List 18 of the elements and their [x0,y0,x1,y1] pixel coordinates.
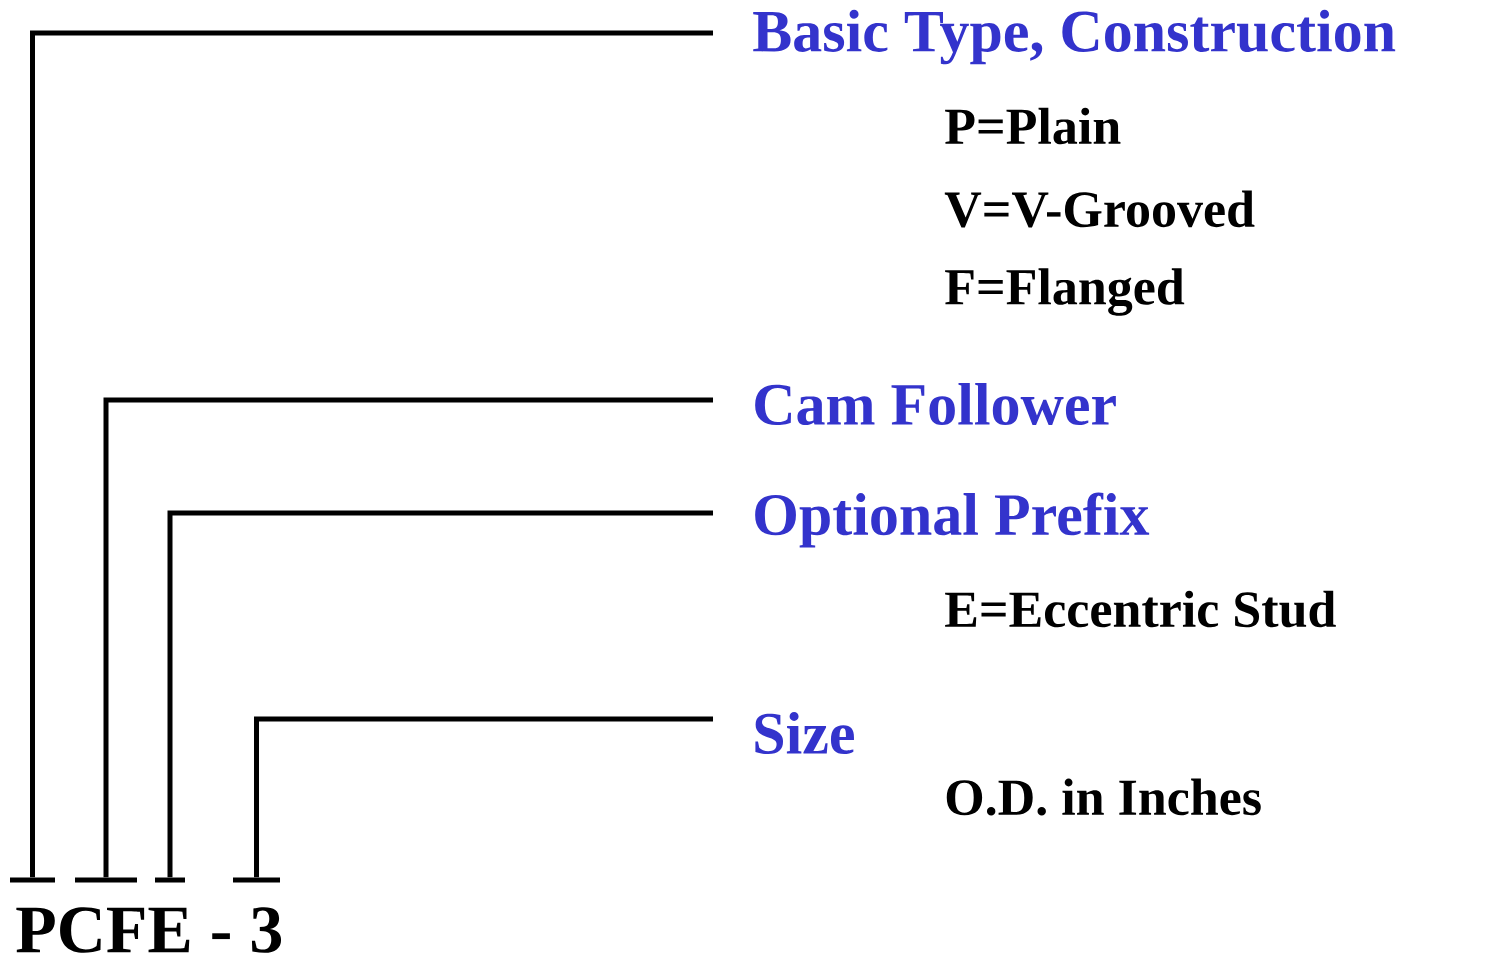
leader-line [167,510,713,878]
heading-text: Size [755,711,854,755]
leader-line [254,716,713,878]
heading-text: Basic Type, Construction [753,9,1396,65]
leader-line [103,397,713,878]
leader-line [30,30,713,878]
bracket-bar [75,877,137,883]
bracket-bar [155,877,185,883]
bracket-bar [233,877,280,883]
heading-text: Optional Prefix [755,492,1150,548]
option-text: E=Eccentric Stud [945,590,1336,628]
heading-text: Cam Follower [755,382,1116,426]
option-text: F=Flanged [945,268,1185,316]
part-code: PCFE - 3 [16,907,282,953]
option-text: O.D. in Inches [946,778,1261,816]
bracket-bar [10,877,55,883]
option-text: P=Plain [945,107,1121,145]
option-text: V=V-Grooved [944,190,1255,228]
